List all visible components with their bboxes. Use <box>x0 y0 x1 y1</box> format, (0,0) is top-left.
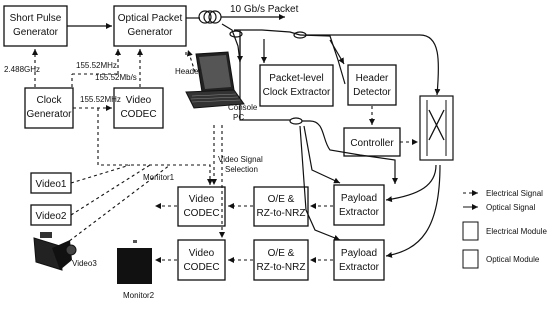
svg-text:Video1: Video1 <box>36 179 67 190</box>
svg-text:Detector: Detector <box>353 87 391 98</box>
console-label: Console <box>228 103 258 112</box>
rate-155-label: 155.52Mb/s <box>95 73 137 82</box>
legend-electrical-signal: Electrical Signal <box>486 189 543 198</box>
monitor2-label: Monitor2 <box>123 291 155 300</box>
svg-text:Video2: Video2 <box>36 211 67 222</box>
optical-switch <box>420 96 453 160</box>
video-codec-tx: Video CODEC <box>114 88 163 128</box>
header-label: Header <box>175 67 202 76</box>
svg-text:Video: Video <box>189 194 215 205</box>
freq-2488-label: 2.488GHz <box>4 65 40 74</box>
svg-text:Clock: Clock <box>36 95 62 106</box>
svg-text:O/E &: O/E & <box>268 194 295 205</box>
svg-text:Clock Extractor: Clock Extractor <box>263 87 331 98</box>
svg-text:RZ-to-NRZ: RZ-to-NRZ <box>257 262 306 273</box>
short-pulse-generator: Short Pulse Generator <box>4 6 67 46</box>
clock-generator: Clock Generator <box>25 88 73 128</box>
monitor1-label: Monitor1 <box>143 173 175 182</box>
svg-text:RZ-to-NRZ: RZ-to-NRZ <box>257 208 306 219</box>
svg-text:Extractor: Extractor <box>339 207 380 218</box>
optical-packet-generator: Optical Packet Generator <box>114 6 186 46</box>
video1-source: Video1 <box>31 173 71 193</box>
svg-text:Header: Header <box>356 73 389 84</box>
console-pc-laptop-icon <box>186 52 244 108</box>
svg-text:Generator: Generator <box>26 109 72 120</box>
legend-optical-module: Optical Module <box>486 255 540 264</box>
svg-text:Video: Video <box>189 248 215 259</box>
selection-label: Selection <box>225 165 258 174</box>
video3-label: Video3 <box>72 259 97 268</box>
svg-text:Controller: Controller <box>350 138 394 149</box>
payload-extractor-1: Payload Extractor <box>334 185 384 225</box>
legend-electrical-module: Electrical Module <box>486 227 547 236</box>
video-codec-rx1: Video CODEC <box>178 187 225 226</box>
svg-text:O/E &: O/E & <box>268 248 295 259</box>
packet-level-clock-extractor: Packet-level Clock Extractor <box>260 65 333 106</box>
oe-rz-to-nrz-1: O/E & RZ-to-NRZ <box>254 187 308 226</box>
svg-text:Optical Packet: Optical Packet <box>118 13 183 24</box>
svg-text:Extractor: Extractor <box>339 262 380 273</box>
oe-rz-to-nrz-2: O/E & RZ-to-NRZ <box>254 240 308 280</box>
svg-text:Video: Video <box>126 95 152 106</box>
svg-text:Packet-level: Packet-level <box>269 73 323 84</box>
legend-optical-signal: Optical Signal <box>486 203 536 212</box>
header-detector: Header Detector <box>348 65 396 105</box>
payload-extractor-2: Payload Extractor <box>334 240 384 280</box>
legend: Electrical Signal Optical Signal Electri… <box>463 189 547 268</box>
svg-text:Short Pulse: Short Pulse <box>10 13 62 24</box>
svg-text:CODEC: CODEC <box>120 109 156 120</box>
svg-text:Generator: Generator <box>127 27 173 38</box>
video-codec-rx2: Video CODEC <box>178 240 225 280</box>
svg-text:CODEC: CODEC <box>183 208 219 219</box>
svg-text:Payload: Payload <box>341 193 377 204</box>
packet-rate-label: 10 Gb/s Packet <box>230 4 299 15</box>
freq-155-b-label: 155.52MHz <box>80 95 121 104</box>
controller: Controller <box>344 128 400 156</box>
svg-text:Generator: Generator <box>13 27 59 38</box>
pc-label: PC <box>233 113 244 122</box>
freq-155-a-label: 155.52MHz <box>76 61 117 70</box>
svg-text:Payload: Payload <box>341 248 377 259</box>
video-signal-label: Video Signal <box>218 155 263 164</box>
monitor2-screen <box>117 240 152 284</box>
video3-camera-icon <box>34 232 76 270</box>
video2-source: Video2 <box>31 205 71 225</box>
svg-text:CODEC: CODEC <box>183 262 219 273</box>
